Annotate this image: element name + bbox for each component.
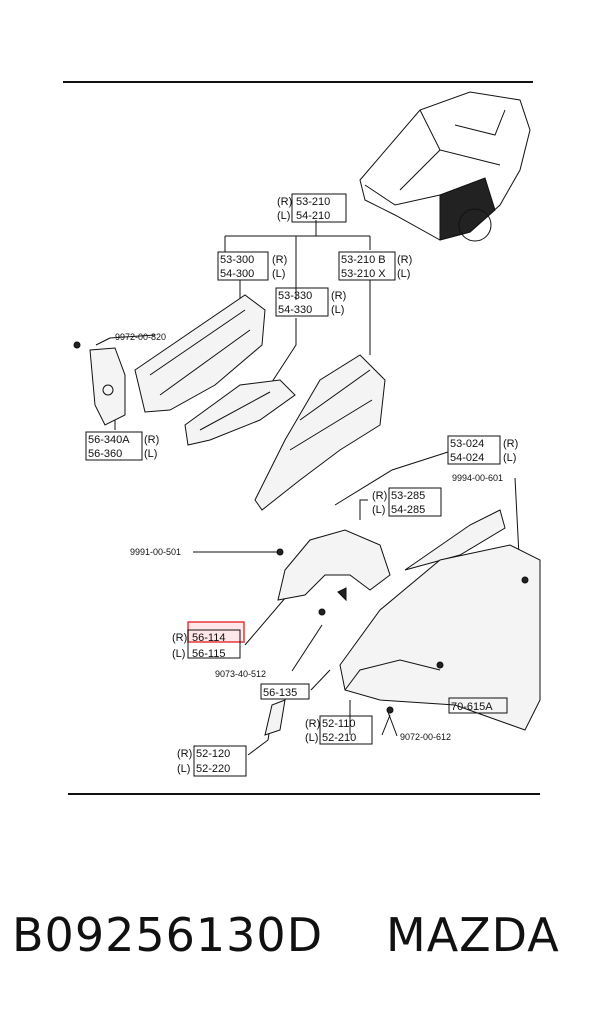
label-9073-40-512: 9073-40-512 [215, 669, 266, 679]
label-l: (L) [172, 648, 185, 660]
label-54-300-text: 54-300 [220, 268, 254, 280]
label-r: (R) [177, 748, 192, 760]
label-53-285-text: 53-285 [391, 490, 425, 502]
label-r: (R) [503, 438, 518, 450]
label-53-210b-text: 53-210 B [341, 254, 386, 266]
label-l: (L) [272, 268, 285, 280]
label-r: (R) [372, 490, 387, 502]
label-r: (R) [331, 290, 346, 302]
label-l: (L) [177, 763, 190, 775]
apron-left-part [134, 294, 266, 413]
label-9972-00-820: 9972-00-820 [115, 332, 166, 342]
label-l: (L) [503, 452, 516, 464]
label-52-210-text: 52-210 [322, 732, 356, 744]
label-53-210b: 53-210 B 53-210 X (R) (L) [338, 251, 412, 281]
footer: B09256130D MAZDA [0, 908, 600, 978]
label-53-024: 53-024 54-024 (R) (L) [447, 435, 518, 465]
label-l: (L) [144, 448, 157, 460]
label-54-285-text: 54-285 [391, 504, 425, 516]
label-l: (L) [397, 268, 410, 280]
label-53-300-text: 53-300 [220, 254, 254, 266]
label-l: (L) [305, 732, 318, 744]
car-thumbnail [359, 91, 531, 242]
apron-member-part [184, 379, 296, 446]
label-9994-00-601: 9994-00-601 [452, 473, 503, 483]
label-56-114-text: 56-114 [192, 632, 225, 644]
label-53-024-text: 53-024 [450, 438, 484, 450]
label-56-114: (R) (L) 56-114 56-115 [172, 621, 245, 660]
label-r: (R) [144, 434, 159, 446]
label-53-210x-text: 53-210 X [341, 268, 386, 280]
label-54-210-text: 54-210 [296, 210, 330, 222]
label-52-110-text: 52-110 [322, 718, 355, 730]
bolts [73, 341, 394, 714]
label-r: (R) [272, 254, 287, 266]
label-9072-00-612: 9072-00-612 [400, 732, 451, 742]
label-r: (R) [172, 632, 187, 644]
label-l: (L) [277, 210, 290, 222]
label-53-300: 53-300 54-300 (R) (L) [217, 251, 287, 281]
label-70-615a: 70-615A [448, 697, 508, 714]
label-56-360-text: 56-360 [88, 448, 122, 460]
label-r: (R) [305, 718, 320, 730]
bracket-part [89, 347, 126, 426]
label-56-135: 56-135 [260, 683, 310, 700]
label-70-615a-text: 70-615A [451, 701, 493, 713]
label-56-340a: 56-340A 56-360 (R) (L) [85, 431, 159, 461]
label-52-120-text: 52-120 [196, 748, 230, 760]
label-9991-00-501: 9991-00-501 [130, 547, 181, 557]
front-fender-part [339, 544, 541, 731]
fender-liner-part [277, 529, 391, 601]
brand-name: MAZDA [386, 908, 560, 962]
label-56-115-text: 56-115 [192, 648, 225, 660]
label-53-285: (R) (L) 53-285 54-285 [372, 487, 442, 517]
label-56-135-text: 56-135 [263, 687, 297, 699]
label-52-220-text: 52-220 [196, 763, 230, 775]
label-52-120: (R) (L) 52-120 52-220 [177, 745, 247, 777]
label-r: (R) [397, 254, 412, 266]
mud-guard-part [264, 699, 286, 736]
label-r: (R) [277, 196, 292, 208]
label-52-110: (R) (L) 52-110 52-210 [305, 715, 373, 745]
label-54-330-text: 54-330 [278, 304, 312, 316]
label-56-340a-text: 56-340A [88, 434, 130, 446]
label-l: (L) [372, 504, 385, 516]
label-53-330: 53-330 54-330 (R) (L) [275, 287, 346, 317]
inner-wheelhouse-part [254, 354, 386, 511]
label-53-210-text: 53-210 [296, 196, 330, 208]
part-number: B09256130D [12, 908, 324, 962]
label-l: (L) [331, 304, 344, 316]
label-53-210: (R) 53-210 (L) 54-210 [277, 193, 347, 223]
label-53-330-text: 53-330 [278, 290, 312, 302]
label-54-024-text: 54-024 [450, 452, 484, 464]
